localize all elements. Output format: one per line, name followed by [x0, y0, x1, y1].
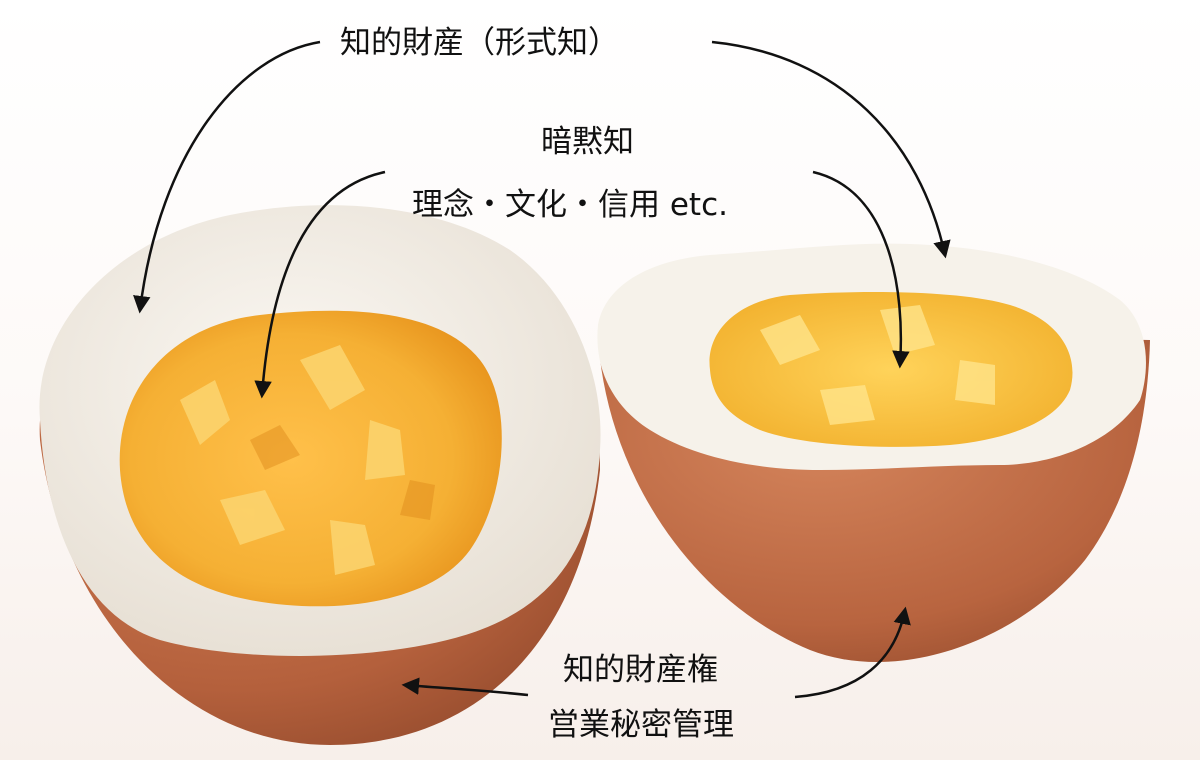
label-ip-rights: 知的財産権 [563, 652, 718, 688]
arrow-to-left-shell [401, 677, 529, 697]
left-egg-yolk [119, 310, 502, 607]
right-egg [597, 243, 1150, 663]
arrow-to-right-yolk [812, 170, 910, 369]
arrow-to-left-yolk [254, 170, 386, 399]
label-tacit-knowledge: 暗黙知 [541, 124, 634, 160]
arrow-to-right-white [711, 40, 951, 259]
left-egg [39, 205, 601, 745]
label-examples: 理念・文化・信用 etc. [412, 187, 728, 223]
arrow-to-left-white [133, 40, 321, 314]
arrow-to-right-shell [794, 606, 911, 699]
label-trade-secret: 営業秘密管理 [548, 707, 734, 743]
label-intellectual-property: 知的財産（形式知） [340, 25, 619, 61]
